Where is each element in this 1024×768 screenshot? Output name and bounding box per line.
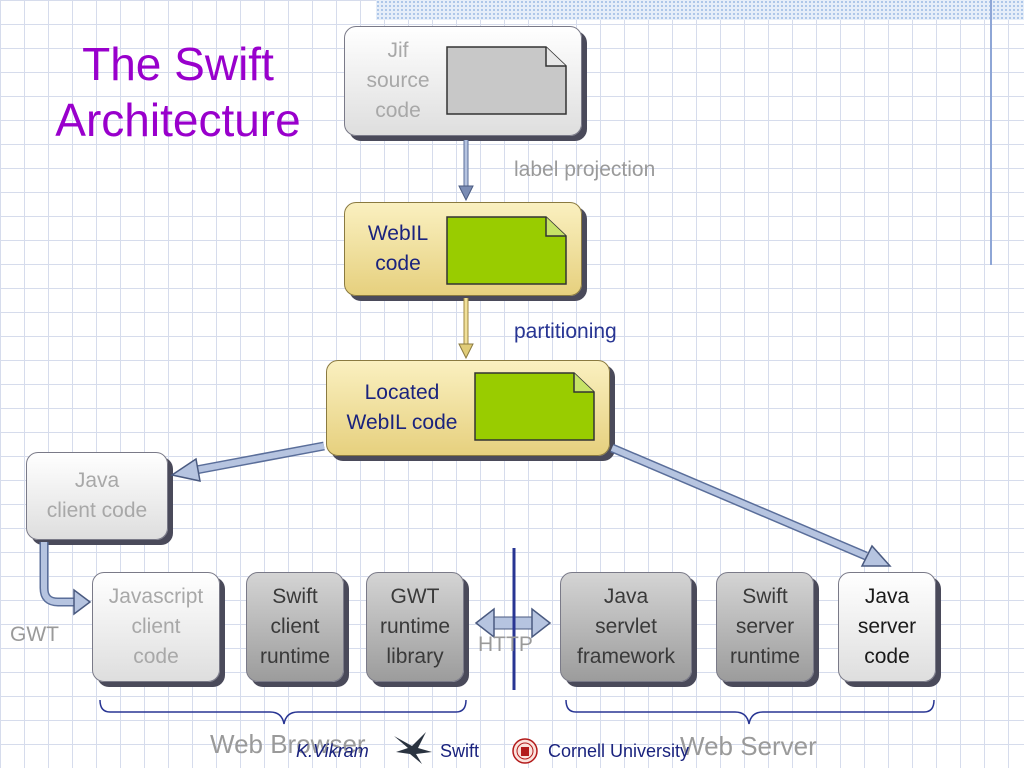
document-icon <box>446 216 567 285</box>
footer-author: K.Vikram <box>296 741 369 761</box>
servlet-label: Java servlet framework <box>576 585 676 668</box>
swift-client-runtime-label: Swift client runtime <box>259 585 331 668</box>
web-server-label: Web Server <box>680 731 817 761</box>
partitioning-label: partitioning <box>514 320 617 343</box>
java-server-node <box>838 572 936 682</box>
header-pattern-band <box>376 0 1024 20</box>
swift-server-runtime-node <box>716 572 814 682</box>
java-client-label: Java client code <box>46 469 148 522</box>
brace-web-server <box>565 699 935 725</box>
document-icon <box>446 46 567 115</box>
http-label: HTTP <box>478 633 533 656</box>
java-client-node <box>26 452 168 540</box>
arrow-to-java-server <box>610 443 892 567</box>
brace-web-browser <box>99 699 467 725</box>
arrow-gwt <box>39 542 92 616</box>
document-icon <box>474 372 595 441</box>
javascript-label: Javascript client code <box>108 585 204 668</box>
footer-university: Cornell University <box>548 741 690 761</box>
swift-server-runtime-label: Swift server runtime <box>729 585 801 668</box>
swift-client-runtime-node <box>246 572 344 682</box>
gwt-label: GWT <box>10 623 59 646</box>
arrow-http <box>474 607 552 639</box>
arrow-partitioning <box>458 298 474 360</box>
cornell-seal-logo <box>512 738 538 764</box>
webil-code-label: WebIL code <box>367 222 429 275</box>
gwt-runtime-node <box>366 572 464 682</box>
arrow-label-projection <box>458 140 474 202</box>
web-browser-label: Web Browser <box>210 729 366 759</box>
servlet-node <box>560 572 692 682</box>
arrow-to-java-client <box>170 441 325 482</box>
swift-bird-logo <box>394 732 432 764</box>
javascript-node <box>92 572 220 682</box>
located-webil-label: Located WebIL code <box>346 381 458 434</box>
jif-source-label: Jif source code <box>366 39 430 122</box>
footer-project: Swift <box>440 741 480 761</box>
slide-title: The Swift Architecture <box>55 38 301 146</box>
gwt-runtime-label: GWT runtime library <box>379 585 451 668</box>
java-server-label: Java server code <box>857 585 917 668</box>
margin-rule <box>990 0 992 265</box>
label-projection-label: label projection <box>514 158 656 181</box>
